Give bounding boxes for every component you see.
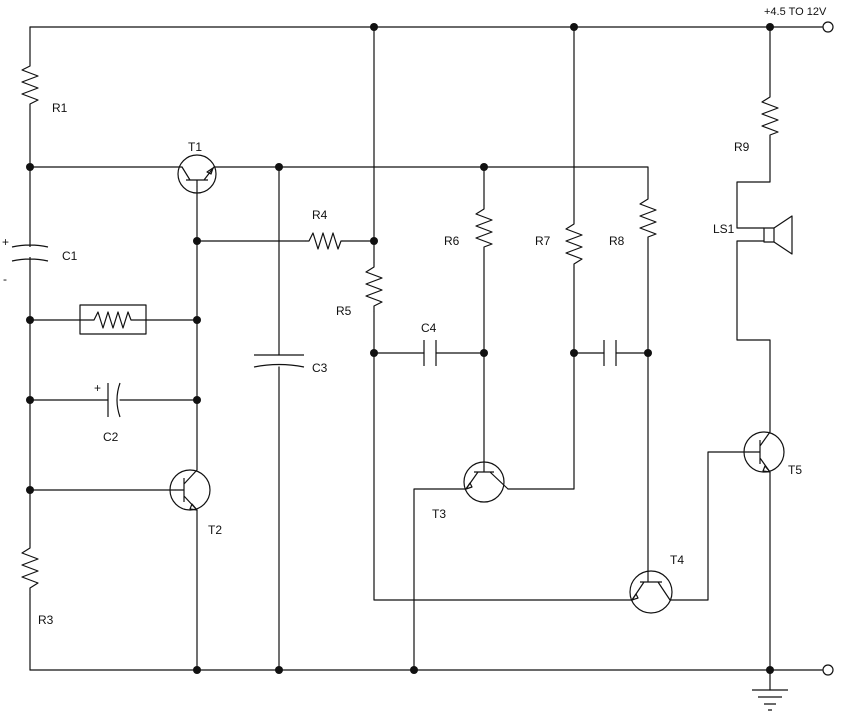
thermistor-zigzag xyxy=(80,311,146,329)
ground-icon xyxy=(752,689,788,711)
speaker-ls1 xyxy=(736,215,793,255)
thermistor xyxy=(79,304,147,335)
label-t5: T5 xyxy=(788,463,802,477)
resistor-r1 xyxy=(21,62,39,110)
supply-label: +4.5 TO 12V xyxy=(764,6,827,18)
transistors xyxy=(169,154,785,614)
capacitor-c4 xyxy=(423,340,437,366)
c2-plus-sign: + xyxy=(94,381,101,395)
wire-t1-row xyxy=(29,166,649,196)
transistor-t2 xyxy=(169,469,211,511)
resistor-r8 xyxy=(639,195,657,240)
label-c1: C1 xyxy=(62,249,78,263)
speaker-coil xyxy=(763,227,775,243)
wire-speaker-return xyxy=(736,243,771,433)
label-r9: R9 xyxy=(734,140,750,154)
resistor-r5 xyxy=(365,262,383,312)
label-c4: C4 xyxy=(421,321,437,335)
transistor-t4 xyxy=(629,570,673,614)
supply-terminal xyxy=(822,21,834,33)
wire-r9-column xyxy=(736,26,771,223)
speaker-cone xyxy=(773,215,793,255)
label-t3: T3 xyxy=(432,507,446,521)
capacitor-c1 xyxy=(11,240,49,262)
resistor-r4 xyxy=(305,232,343,250)
resistor-r9 xyxy=(761,93,779,138)
capacitor-c2 xyxy=(107,382,121,418)
label-r4: R4 xyxy=(312,208,328,222)
junction-dots xyxy=(26,23,774,674)
resistor-r6 xyxy=(475,205,493,250)
capacitor-c3 xyxy=(253,354,305,368)
wire-r7-column xyxy=(507,26,575,490)
label-c2: C2 xyxy=(103,430,119,444)
wires xyxy=(29,26,823,691)
label-r7: R7 xyxy=(535,234,551,248)
transistor-t5 xyxy=(743,431,785,473)
wire-r5-column xyxy=(373,26,633,601)
wire-t4-t5 xyxy=(669,451,749,601)
label-r3: R3 xyxy=(38,613,54,627)
transistor-t1 xyxy=(177,154,217,194)
label-t2: T2 xyxy=(208,523,222,537)
label-t1: T1 xyxy=(188,140,202,154)
label-t4: T4 xyxy=(670,553,684,567)
capacitors xyxy=(11,240,617,418)
c1-minus-sign: - xyxy=(3,272,7,286)
wire-t3-emitter xyxy=(413,488,467,671)
capacitor-unlabeled xyxy=(603,340,617,366)
label-r5: R5 xyxy=(336,304,352,318)
label-r1: R1 xyxy=(52,101,68,115)
ground-terminal xyxy=(822,664,834,676)
label-ls1: LS1 xyxy=(713,222,735,236)
c1-plus-sign: + xyxy=(2,235,9,249)
transistor-t3 xyxy=(463,461,509,503)
labels: +4.5 TO 12V R1 T1 R4 R6 R7 R8 R9 LS1 C1 … xyxy=(2,6,827,627)
label-r6: R6 xyxy=(444,234,460,248)
resistors xyxy=(21,62,779,595)
speaker-wires xyxy=(736,222,764,244)
label-c3: C3 xyxy=(312,361,328,375)
resistor-r7 xyxy=(565,220,583,268)
label-r8: R8 xyxy=(609,234,625,248)
resistor-r3 xyxy=(21,543,39,595)
